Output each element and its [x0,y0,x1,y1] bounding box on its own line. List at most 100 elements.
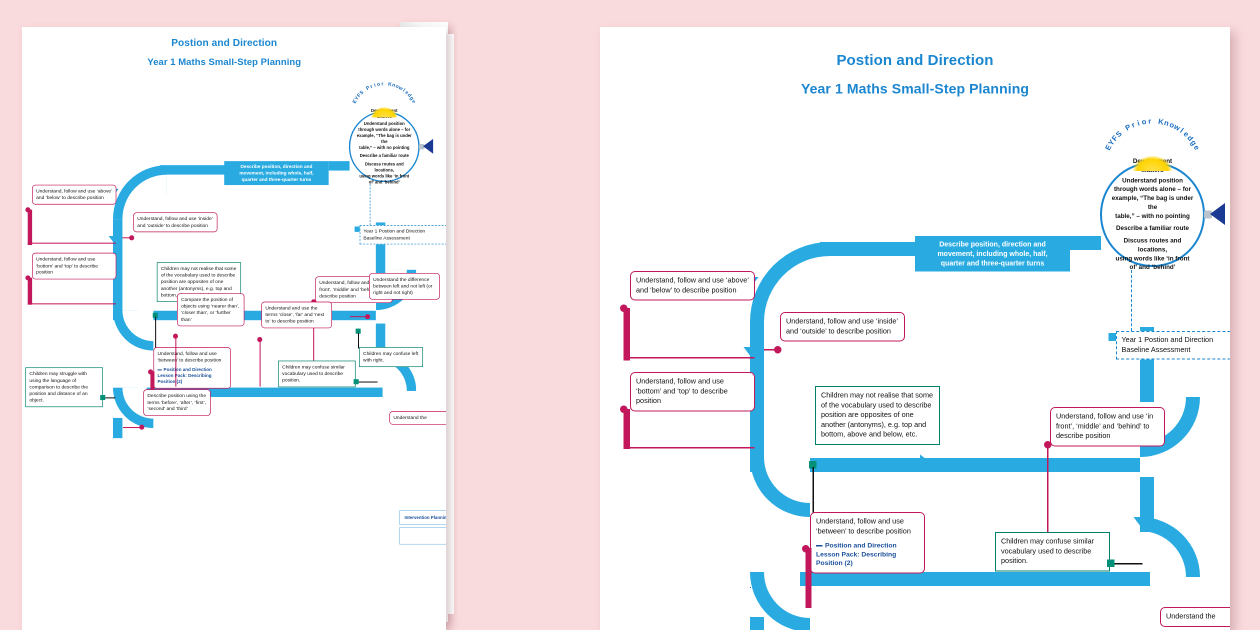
connector-above-below-v [623,308,630,361]
lesson-pack-link[interactable]: Position and Direction Lesson Pack: Desc… [816,541,919,567]
eyfs-arc-char [1154,117,1157,126]
step-bottom-top[interactable]: Understand, follow and use ‘bottom’ and … [630,372,755,412]
eyfs-body_line4: table,” – with no pointing [1115,212,1190,220]
flow-left-vertical-1 [112,219,123,321]
lesson-pack-link[interactable]: Position and Direction Lesson Pack: Desc… [157,367,226,385]
objective-text: Understand, follow and use ‘between’ to … [816,517,911,536]
flow-corner-bottom-left-1 [750,457,810,517]
baseline-line1: Year 1 Postion and Direction [363,228,426,234]
misconception-green-square-4 [100,395,106,401]
eyfs-body_line4: table,” – with no pointing [359,145,410,150]
eyfs-arc-char: r [381,80,384,87]
step-between[interactable]: Understand, follow and use ‘between’ to … [153,347,231,389]
connector-above-below-h [623,357,755,359]
step-above-below[interactable]: Understand, follow and use ‘above’ and ‘… [630,271,755,301]
misconception-text: Children may confuse left with right. [363,350,419,363]
baseline-blue-square [354,226,361,232]
legend-bar [750,587,751,588]
eyfs-body_line1: Understand position [363,121,405,126]
step-close-far-next-to[interactable]: Understand and use the terms ‘close’, ‘f… [261,301,333,329]
eyfs-body_line2: through words alone – for [1113,185,1192,193]
lesson-pack-link-text: Position and Direction Lesson Pack: Desc… [157,367,212,384]
flow-banner-to-circle [1070,236,1101,250]
objective-text: Understand, follow and use ‘in front’, ‘… [1056,412,1154,441]
objective-text: Understand, follow and use ‘between’ to … [157,350,222,363]
step-understand-the-partial[interactable]: Understand the [389,411,446,425]
step-similar-vocab-misconception[interactable]: Children may confuse similar vocabulary … [278,360,356,388]
sun-icon [371,107,398,118]
flow-left-vertical-1 [750,322,764,472]
legend-intervention-planning: Intervention Planning [404,514,446,521]
connector-in-front-v [313,301,315,369]
step-antonyms-misconception[interactable]: Children may not realise that some of th… [815,386,940,445]
flow-arrow-down-2 [108,235,119,243]
step-left-right-difference[interactable]: Understand the difference between left a… [369,273,440,300]
legend-bar-container [399,510,446,525]
objective-text: Understand the [393,414,427,421]
eyfs-body_line8: of’ and ‘behind’ [1129,263,1176,271]
page-title-line-2: Year 1 Maths Small-Step Planning [800,81,1030,97]
eyfs-body_line3: example, “The bag is under the [356,133,412,144]
flow-right-vertical-1 [375,222,386,274]
link-dash-icon [157,369,162,371]
eyfs-body_line6: Discuss routes and locations, [1123,237,1182,253]
step-ordinal-terms[interactable]: Describe position using the terms ‘befor… [143,389,211,416]
misconception-green-square-2 [1107,559,1115,567]
objective-text: Describe position using the terms ‘befor… [147,392,207,412]
page-title-line-1: Postion and Direction [171,37,278,49]
flow-corner-top-left [112,165,167,220]
step-above-below[interactable]: Understand, follow and use ‘above’ and ‘… [32,184,117,205]
eyfs-body_line6: Discuss routes and locations, [364,161,404,173]
objective-text: Understand, follow and use ‘inside’ and … [137,216,213,229]
banner-line2: movement, including whole, half, [239,170,314,176]
lesson-pack-link-text: Position and Direction Lesson Pack: Desc… [816,541,897,567]
step-inside-outside[interactable]: Understand, follow and use ‘inside’ and … [780,312,905,342]
misconception-green-square-2 [353,379,359,385]
step-compare-position[interactable]: Compare the position of objects using ‘n… [177,293,245,327]
baseline-line2: Baseline Assessment [1121,345,1191,354]
flow-bottom-horizontal-1 [810,458,1140,472]
connector-bottom-top-v [623,409,630,449]
connector-left-right-h [349,316,367,318]
step-language-comparison[interactable]: Children may struggle with using the lan… [25,367,103,408]
flow-corner-bottom-left-1 [112,310,154,351]
step-understand-the-partial[interactable]: Understand the [1160,607,1230,627]
objective-text: Understand, follow and use ‘inside’ and … [786,317,898,336]
connector-close-far-v [259,339,261,387]
banner-line2: movement, including whole, half, [937,249,1048,258]
flow-left-vertical-3 [112,417,123,439]
eyfs-body_line2: through words alone – for [358,127,411,132]
step-between[interactable]: Understand, follow and use ‘between’ to … [810,512,925,574]
step-in-front-middle-behind[interactable]: Understand, follow and use ‘in front’, ‘… [1050,407,1165,447]
step-inside-outside[interactable]: Understand, follow and use ‘inside’ and … [133,212,218,233]
eyfs-arc-char: e [410,98,418,105]
eyfs-body_line3: example, “The bag is under the [1111,194,1194,211]
step-bottom-top[interactable]: Understand, follow and use ‘bottom’ and … [32,252,117,280]
misconception-green-square-3 [355,328,361,334]
step-confuse-left-right[interactable]: Children may confuse left with right. [359,347,424,368]
connector-similar-vocab-h [358,381,378,383]
objective-text: Understand, follow and use ‘bottom’ and … [636,377,728,406]
objective-text: Understand, follow and use ‘in front’, ‘… [319,280,385,299]
baseline-line1: Year 1 Postion and Direction [1121,336,1214,344]
megaphone-body [1204,210,1212,219]
banner-line1: Describe position, direction and [240,163,313,170]
step-similar-vocab-misconception[interactable]: Children may confuse similar vocabulary … [995,532,1110,572]
objective-text: Understand the difference between left a… [373,276,433,296]
flow-bottom-horizontal-2 [146,387,383,398]
eyfs-arc-char: o [376,81,381,88]
connector-similar-vocab-h [1114,563,1143,565]
legend-footer-bar [399,527,446,545]
eyfs-arc-char: o [1141,117,1148,127]
misconception-green-square-1 [809,461,817,469]
eyfs-body_line5: Describe a familiar route [359,153,409,159]
page-title-line-1: Postion and Direction [836,52,994,69]
connector-inside-outside-h [122,237,130,239]
connector-bottom-top-v [27,277,33,305]
flow-left-vertical-3 [750,617,764,630]
